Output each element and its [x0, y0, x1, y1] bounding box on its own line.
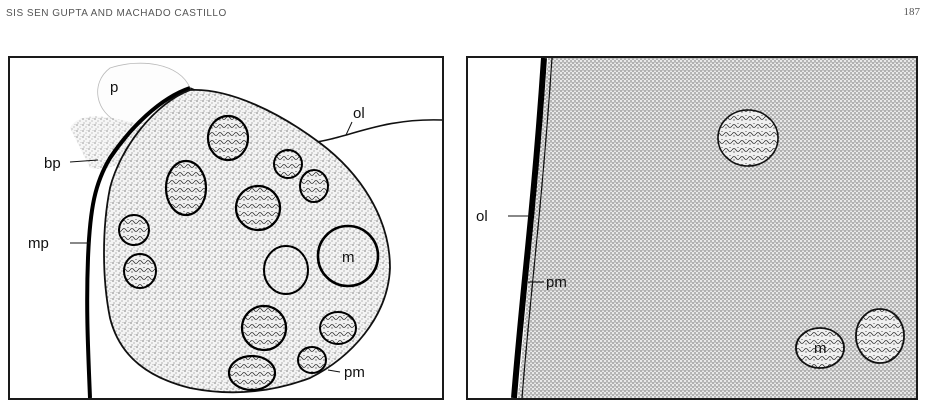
label-pm-right: pm	[546, 274, 567, 291]
label-mp: mp	[28, 235, 49, 252]
label-bp: bp	[44, 155, 61, 172]
label-ol-right: ol	[476, 208, 488, 225]
cytoplasm	[518, 58, 916, 398]
running-head: SIS SEN GUPTA AND MACHADO CASTILLO	[6, 8, 227, 19]
label-ol: ol	[353, 105, 365, 122]
figure-panel-left: p ol bp mp m pm	[8, 56, 444, 400]
label-m: m	[342, 249, 355, 266]
figure-right-drawing: ol pm m	[468, 58, 916, 398]
label-m-right: m	[814, 340, 827, 357]
label-pm: pm	[344, 364, 365, 381]
organelle-right	[856, 309, 904, 363]
figure-left-drawing: p ol bp mp m pm	[10, 58, 442, 398]
organelle-top	[718, 110, 778, 166]
figure-panel-right: ol pm m	[466, 56, 918, 400]
page-number: 187	[904, 6, 921, 18]
label-p: p	[110, 79, 118, 96]
